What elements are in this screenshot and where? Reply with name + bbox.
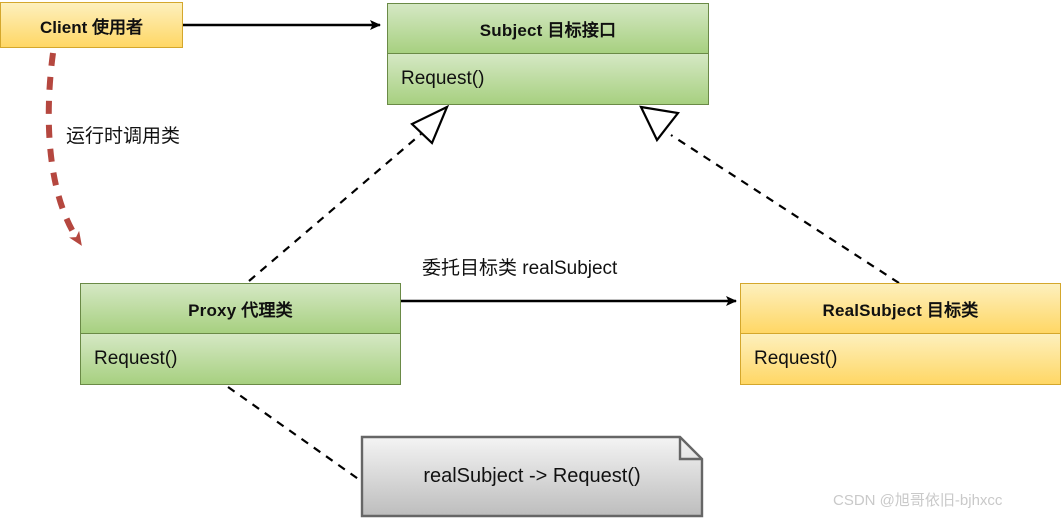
node-subject[interactable]: Subject 目标接口 Request() (387, 3, 709, 105)
node-client-label: Client 使用者 (40, 17, 143, 37)
node-realsubject[interactable]: RealSubject 目标类 Request() (740, 283, 1061, 385)
watermark: CSDN @旭哥依旧-bjhxcc (833, 492, 1003, 509)
node-client[interactable]: Client 使用者 (0, 2, 183, 48)
edge-realsubject-to-subject (639, 105, 900, 284)
node-realsubject-title: RealSubject 目标类 (741, 284, 1060, 333)
node-subject-title: Subject 目标接口 (388, 4, 708, 53)
node-note[interactable]: realSubject -> Request() (362, 437, 702, 518)
node-subject-divider (388, 52, 708, 54)
edge-proxy-to-subject (248, 104, 450, 282)
node-note-label: realSubject -> Request() (423, 465, 641, 487)
node-subject-member: Request() (388, 53, 708, 104)
node-realsubject-member: Request() (741, 333, 1060, 384)
node-proxy-title: Proxy 代理类 (81, 284, 400, 333)
edge-label-client-to-proxy: 运行时调用类 (66, 126, 181, 147)
edge-proxy-to-note (227, 386, 365, 484)
node-proxy-divider (81, 332, 400, 334)
node-proxy-member: Request() (81, 333, 400, 384)
edge-label-proxy-to-realsubject: 委托目标类 realSubject (422, 258, 618, 279)
node-realsubject-divider (741, 332, 1060, 334)
node-proxy[interactable]: Proxy 代理类 Request() (80, 283, 401, 385)
